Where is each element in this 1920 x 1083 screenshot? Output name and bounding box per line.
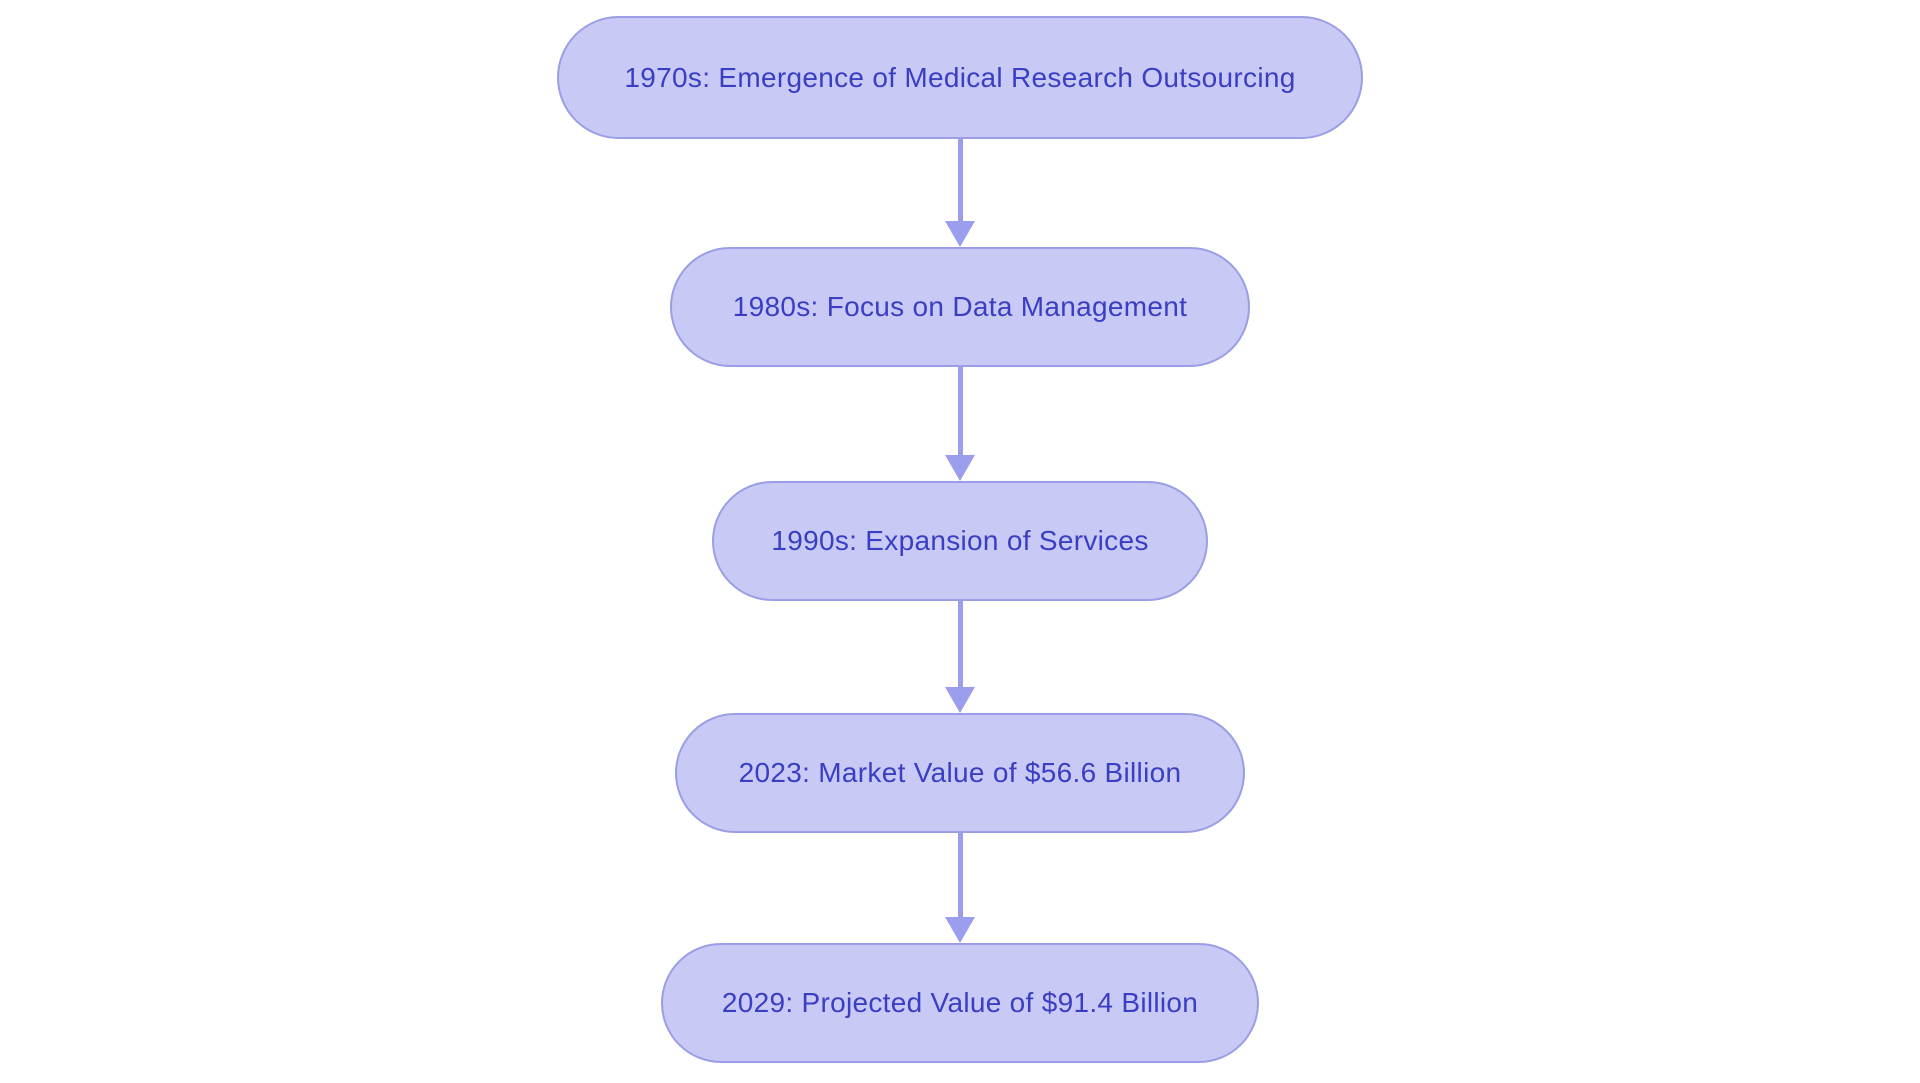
arrow-line — [957, 367, 963, 455]
down-arrow-icon — [945, 687, 975, 713]
flow-node-1980s: 1980s: Focus on Data Management — [670, 247, 1250, 367]
flow-node-2029: 2029: Projected Value of $91.4 Billion — [661, 943, 1259, 1063]
arrow-line — [957, 601, 963, 687]
flow-node-1990s: 1990s: Expansion of Services — [712, 481, 1208, 601]
flow-node-1970s: 1970s: Emergence of Medical Research Out… — [557, 16, 1363, 139]
flow-connector-2 — [945, 367, 975, 481]
down-arrow-icon — [945, 455, 975, 481]
arrow-line — [957, 139, 963, 221]
down-arrow-icon — [945, 221, 975, 247]
arrow-line — [957, 833, 963, 917]
flow-node-label: 2029: Projected Value of $91.4 Billion — [721, 987, 1199, 1018]
flow-connector-4 — [945, 833, 975, 943]
flow-connector-1 — [945, 139, 975, 247]
flow-connector-3 — [945, 601, 975, 713]
flow-node-label: 2023: Market Value of $56.6 Billion — [738, 757, 1182, 788]
flow-node-label: 1980s: Focus on Data Management — [732, 291, 1188, 322]
flow-node-label: 1970s: Emergence of Medical Research Out… — [624, 61, 1296, 93]
flow-node-2023: 2023: Market Value of $56.6 Billion — [675, 713, 1245, 833]
flow-node-label: 1990s: Expansion of Services — [771, 525, 1149, 556]
down-arrow-icon — [945, 917, 975, 943]
